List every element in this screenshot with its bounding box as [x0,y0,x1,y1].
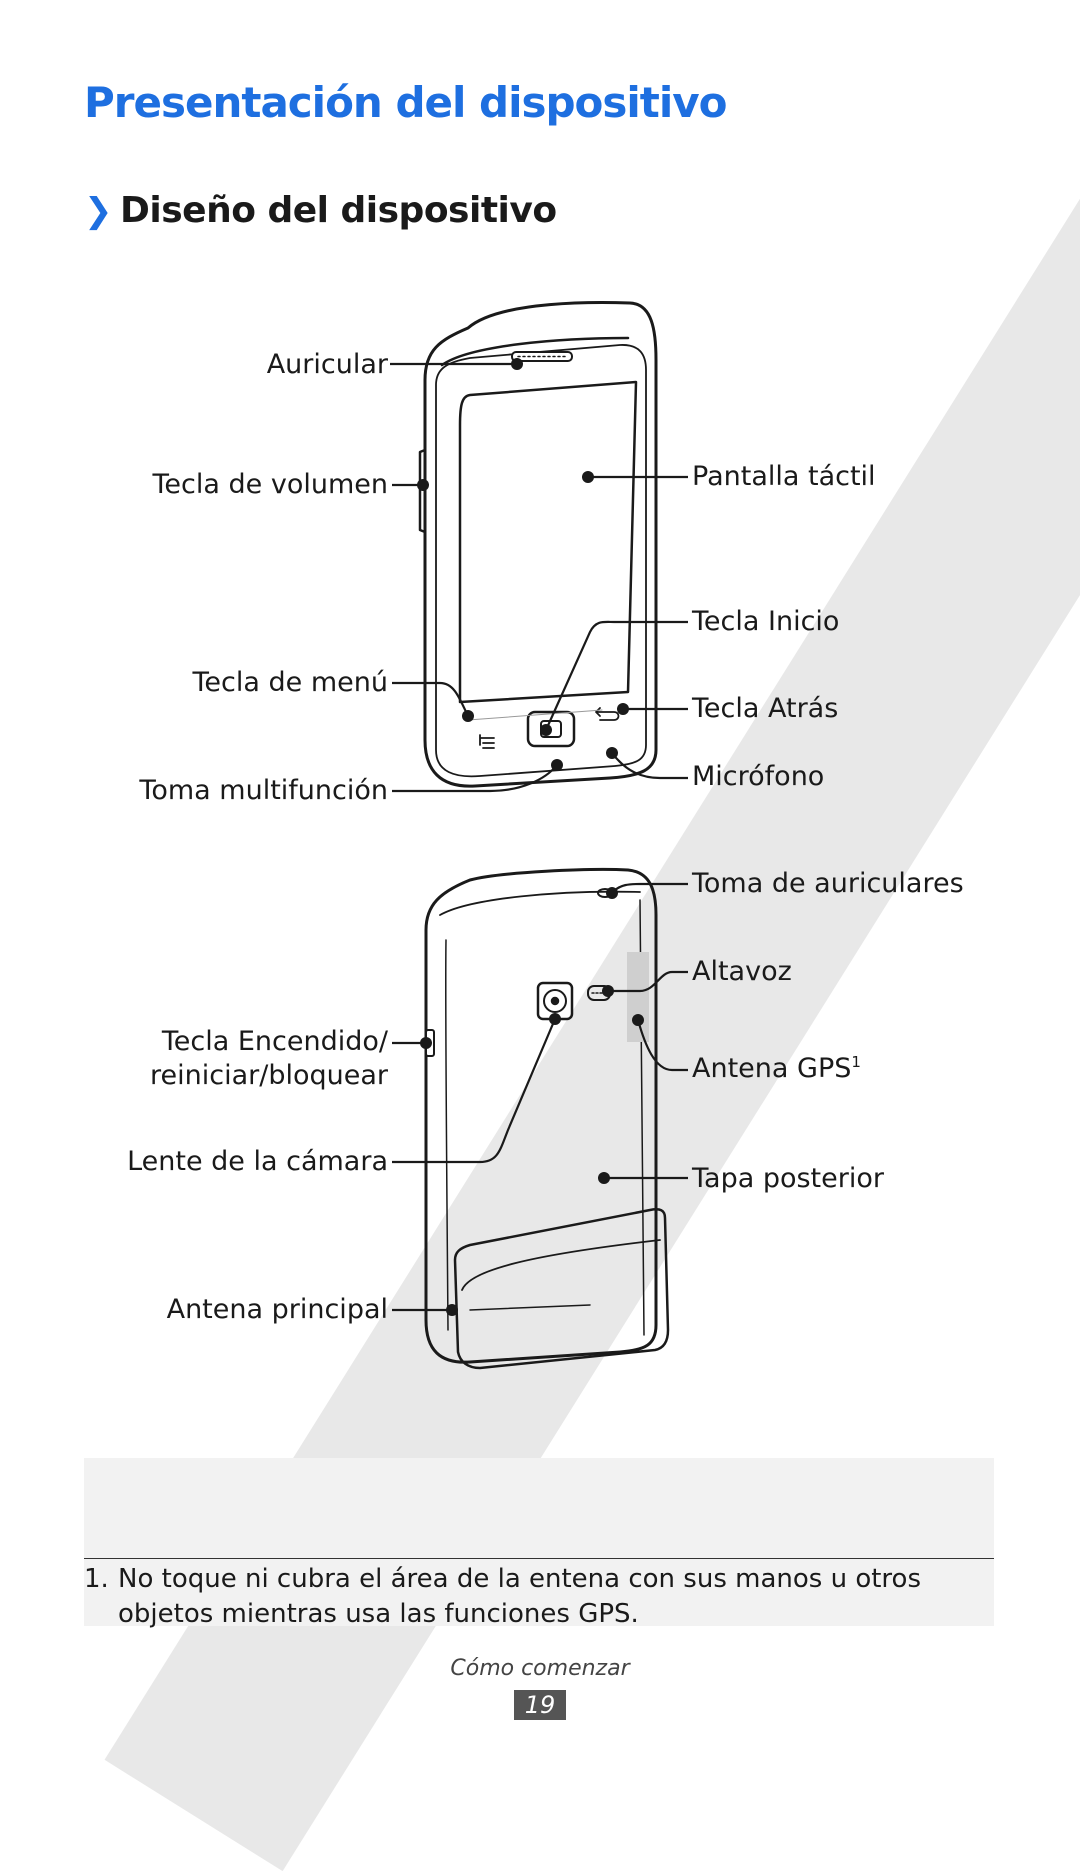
label-main-antenna: Antena principal [166,1294,388,1325]
label-gps-antenna-footnote-ref: 1 [851,1053,861,1071]
footer-section-name: Cómo comenzar [450,1656,630,1681]
label-microphone: Micrófono [692,761,825,792]
device-diagram [390,301,688,1370]
label-touch-screen: Pantalla táctil [692,461,876,492]
page-title: Presentación del dispositivo [84,78,728,127]
label-back-key: Tecla Atrás [692,693,839,724]
label-back-cover: Tapa posterior [692,1163,884,1194]
label-gps-antenna: Antena GPS1 [692,1052,861,1086]
label-multifunction-jack: Toma multifunción [139,775,388,806]
section-title-text: Diseño del dispositivo [120,190,557,231]
label-volume-key: Tecla de volumen [152,469,388,500]
chevron-right-icon: ❯ [84,190,113,231]
phone-back-illustration [424,867,670,1370]
section-title: ❯ Diseño del dispositivo [84,190,557,231]
label-earpiece: Auricular [266,349,388,380]
label-headset-jack: Toma de auriculares [692,868,964,899]
label-speaker: Altavoz [692,956,792,987]
label-home-key: Tecla Inicio [692,606,840,637]
label-camera-lens: Lente de la cámara [127,1146,388,1177]
page-number: 19 [514,1690,566,1720]
footnote: 1. No toque ni cubra el área de la enten… [84,1562,994,1632]
footnote-text: No toque ni cubra el área de la entena c… [118,1564,922,1630]
footnote-divider [84,1558,994,1559]
footnote-number: 1. [84,1564,109,1594]
label-power-key-line-1: Tecla Encendido/ [161,1026,388,1057]
footnote-box [84,1458,994,1626]
label-power-key-line-2: reiniciar/bloquear [150,1059,388,1091]
label-gps-antenna-text: Antena GPS [692,1053,852,1084]
label-power-key: Tecla Encendido/ reiniciar/bloquear [150,1025,388,1093]
label-menu-key: Tecla de menú [192,667,388,698]
